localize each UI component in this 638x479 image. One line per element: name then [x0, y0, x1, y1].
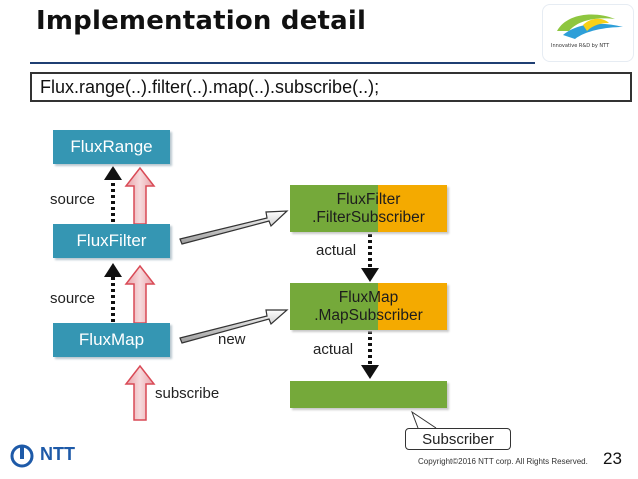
source-arrow-bottom — [104, 263, 122, 322]
final-subscriber-box — [290, 381, 447, 408]
filter-subscriber-box: FluxFilter .FilterSubscriber — [290, 185, 447, 232]
new-label: new — [218, 331, 246, 348]
return-arrow-bottom — [124, 264, 156, 324]
filter-subscriber-line1: FluxFilter — [336, 190, 401, 208]
actual-label-bottom: actual — [313, 341, 354, 358]
source-arrow-top — [104, 166, 122, 222]
node-flux-filter: FluxFilter — [53, 224, 170, 258]
create-arrow-map — [179, 309, 289, 344]
return-arrow-top — [124, 166, 156, 225]
map-subscriber-box: FluxMap .MapSubscriber — [290, 283, 447, 330]
subscribe-label: subscribe — [155, 385, 220, 402]
filter-subscriber-line2: .FilterSubscriber — [312, 208, 425, 226]
ntt-brand: NTT — [40, 444, 75, 464]
source-label-top: source — [50, 191, 96, 208]
ntt-rd-logo: Innovative R&D by NTT — [542, 4, 634, 62]
map-subscriber-line2: .MapSubscriber — [314, 306, 423, 324]
callout-pointer — [410, 410, 437, 429]
actual-label-top: actual — [316, 242, 357, 259]
title-divider — [30, 62, 535, 64]
logo-swirl-icon — [557, 14, 623, 39]
node-flux-range: FluxRange — [53, 130, 170, 164]
code-snippet: Flux.range(..).filter(..).map(..).subscr… — [30, 72, 632, 102]
subscribe-arrow — [124, 364, 156, 421]
map-subscriber-line1: FluxMap — [338, 288, 399, 306]
page-title: Implementation detail — [36, 6, 367, 36]
copyright-text: Copyright©2016 NTT corp. All Rights Rese… — [418, 457, 588, 466]
subscriber-callout: Subscriber — [405, 428, 511, 450]
source-label-bottom: source — [50, 290, 96, 307]
node-flux-map: FluxMap — [53, 323, 170, 357]
actual-arrow-bottom — [361, 331, 379, 379]
logo-tagline: Innovative R&D by NTT — [551, 43, 610, 49]
create-arrow-filter — [179, 210, 289, 245]
page-number: 23 — [603, 449, 622, 468]
ntt-logo-icon — [10, 444, 34, 468]
actual-arrow-top — [361, 234, 379, 282]
